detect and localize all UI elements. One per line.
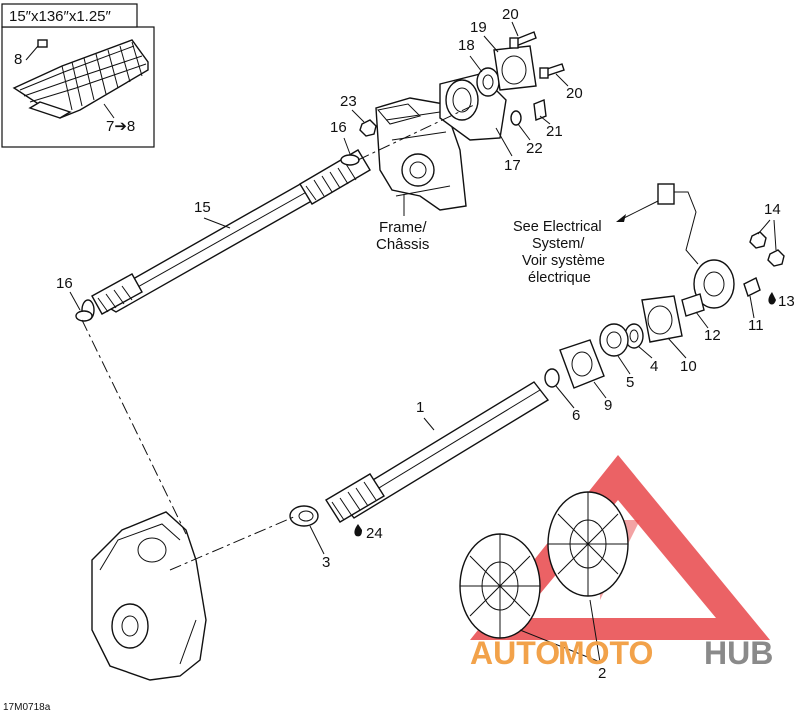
plate-19 <box>493 45 537 91</box>
sensor-12 <box>681 293 705 317</box>
circlip-6 <box>544 368 560 388</box>
callout-20-lower: 20 <box>566 85 583 102</box>
alignment-line-upper <box>81 319 187 535</box>
bolt-20-lower <box>539 63 565 79</box>
frame-label-line2: Châssis <box>376 236 429 253</box>
bearing-5 <box>599 323 629 357</box>
bearing-18 <box>476 67 500 97</box>
track-inset: 15″x136″x1.25″ 8 7➔8 <box>1 3 155 148</box>
callout-5: 5 <box>626 374 634 391</box>
drive-sprocket-right <box>547 491 629 597</box>
drop-icon-24 <box>354 524 362 537</box>
watermark-auto: AUTO <box>470 635 560 671</box>
callout-16-upper: 16 <box>330 119 347 136</box>
callout-23: 23 <box>340 93 357 110</box>
callout-12: 12 <box>704 327 721 344</box>
callout-9: 9 <box>604 397 612 414</box>
callout-1: 1 <box>416 399 424 416</box>
watermark-hub: HUB <box>704 635 773 671</box>
seal-3 <box>289 505 319 527</box>
watermark-text: AUTO MOTO HUB <box>470 635 773 671</box>
drive-shaft-1 <box>325 381 550 523</box>
callout-13: 13 <box>778 293 795 310</box>
screw-11 <box>743 277 761 297</box>
callout-6: 6 <box>572 407 580 424</box>
electrical-note-line1: See Electrical <box>513 219 602 235</box>
callout-7-to-8: 7➔8 <box>106 118 135 135</box>
frame-label-line1: Frame/ <box>379 219 427 236</box>
callout-19: 19 <box>470 19 487 36</box>
callout-15: 15 <box>194 199 211 216</box>
chaincase <box>91 511 207 681</box>
o-ring-16-lower <box>75 310 93 322</box>
drive-sprocket-left <box>459 533 541 639</box>
washer-22 <box>510 110 522 126</box>
electrical-note-line3: Voir système <box>522 253 605 269</box>
watermark-moto: MOTO <box>558 635 653 671</box>
callout-8-inset: 8 <box>14 51 22 68</box>
nuts-14 <box>749 231 785 267</box>
frame-chassis <box>375 97 467 211</box>
alignment-line-upper-right <box>357 103 477 161</box>
retainer-10 <box>641 295 683 343</box>
track-spec-label: 15″x136″x1.25″ <box>9 8 112 25</box>
o-ring-16-upper <box>340 154 360 166</box>
drive-axle-15 <box>81 149 371 321</box>
nut-23 <box>359 119 377 137</box>
callout-11: 11 <box>748 317 764 334</box>
track-belt-illustration <box>12 39 149 119</box>
speed-sensor-harness <box>657 183 735 309</box>
electrical-note-line4: électrique <box>528 270 591 286</box>
callout-14: 14 <box>764 201 781 218</box>
figure-code: 17M0718a <box>3 702 51 713</box>
bolt-21 <box>533 99 547 121</box>
callout-22: 22 <box>526 140 543 157</box>
callout-24: 24 <box>366 525 383 542</box>
plate-9 <box>559 339 605 389</box>
callout-3: 3 <box>322 554 330 571</box>
callout-18: 18 <box>458 37 475 54</box>
callout-21: 21 <box>546 123 563 140</box>
drop-icon-13 <box>768 292 776 305</box>
callout-4: 4 <box>650 358 658 375</box>
electrical-note-line2: System/ <box>532 236 585 252</box>
callout-2: 2 <box>598 665 606 682</box>
callout-20-upper: 20 <box>502 6 519 23</box>
callout-17: 17 <box>504 157 521 174</box>
bolt-20-upper <box>509 31 537 49</box>
callout-16-lower: 16 <box>56 275 73 292</box>
callout-10: 10 <box>680 358 697 375</box>
